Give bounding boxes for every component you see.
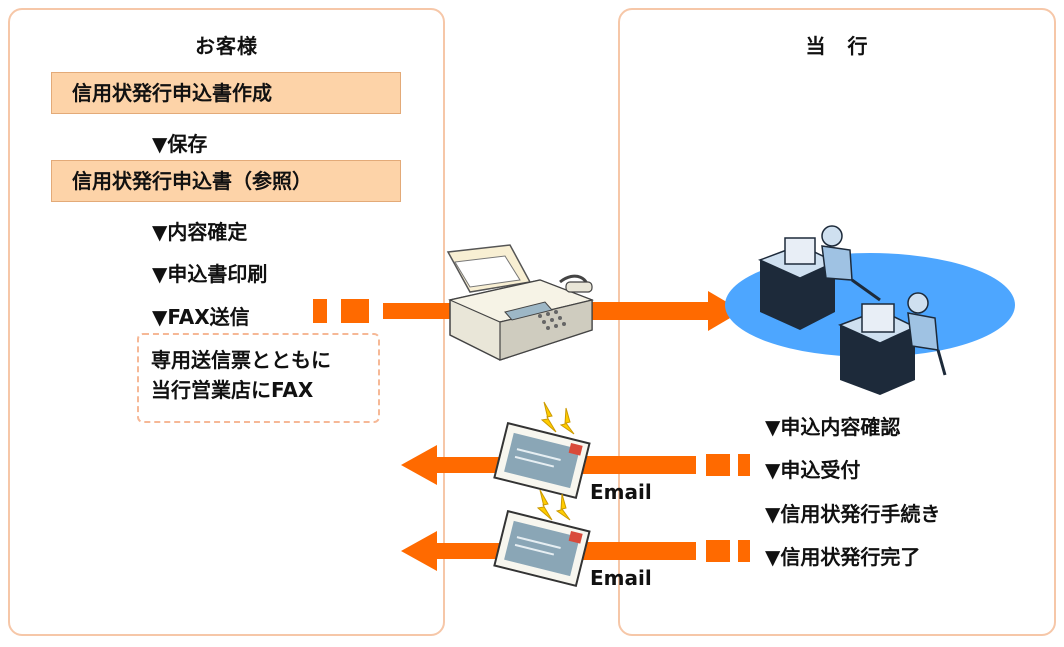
- fax-machine-icon: [446, 244, 595, 361]
- fax-note-box: 専用送信票とともに 当行営業店にFAX: [137, 333, 380, 423]
- step-print: ▼申込書印刷: [152, 262, 268, 286]
- step-procedure: ▼信用状発行手続き: [765, 502, 941, 526]
- doc-reference-box: 信用状発行申込書（参照）: [51, 160, 401, 202]
- customer-panel-title: お客様: [195, 34, 258, 58]
- email-envelope-icon-1: [493, 421, 591, 500]
- email-label-2: Email: [590, 566, 652, 590]
- spark-icon-1: [540, 401, 575, 435]
- email-arrow-2: [401, 531, 750, 571]
- step-fax: ▼FAX送信: [152, 305, 250, 329]
- step-confirm: ▼内容確定: [152, 220, 248, 244]
- fax-note-line2: 当行営業店にFAX: [151, 378, 314, 402]
- step-save: ▼保存: [152, 132, 208, 156]
- doc-create-box: 信用状発行申込書作成: [51, 72, 401, 114]
- spark-icon-2: [536, 489, 571, 521]
- fax-arrow: [313, 291, 742, 331]
- email-label-1: Email: [590, 480, 652, 504]
- step-check: ▼申込内容確認: [765, 415, 901, 439]
- bank-panel-title: 当 行: [805, 34, 869, 58]
- office-workers-icon: [725, 225, 1015, 395]
- step-complete: ▼信用状発行完了: [765, 545, 921, 569]
- step-accept: ▼申込受付: [765, 458, 861, 482]
- email-envelope-icon-2: [493, 509, 591, 588]
- fax-note-line1: 専用送信票とともに: [151, 348, 331, 372]
- email-arrow-1: [401, 445, 750, 485]
